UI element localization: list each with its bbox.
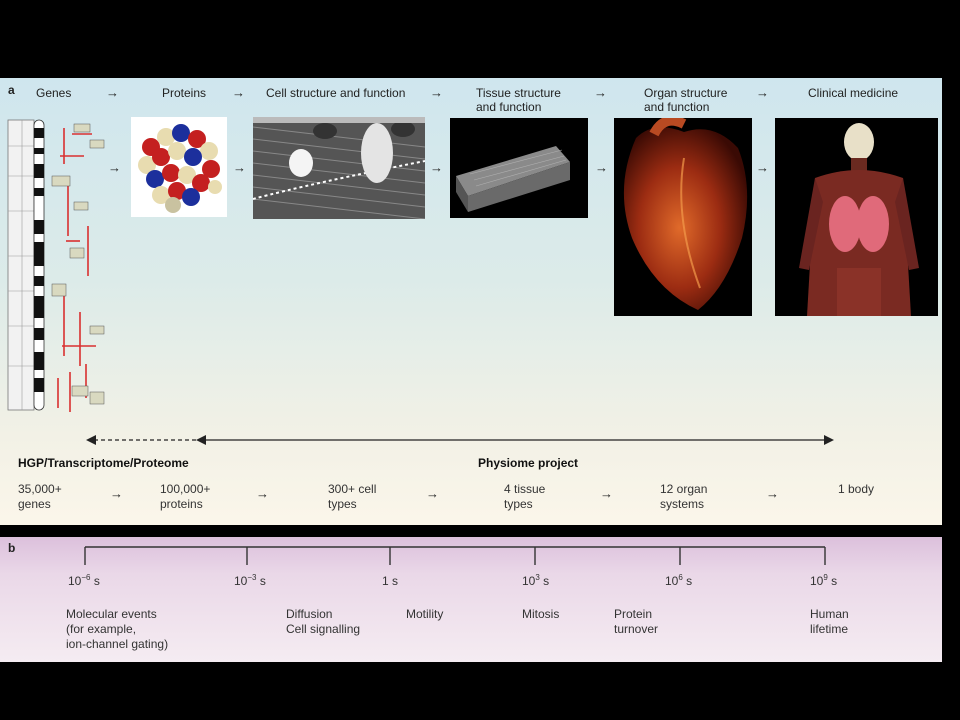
event-label-mitosis: Mitosis (522, 607, 560, 621)
tick-label: 10−6 s (68, 573, 100, 588)
header-arrow: → (106, 85, 119, 100)
event-label-motility: Motility (406, 607, 444, 621)
count-arrow: → (110, 486, 123, 501)
stage-header-proteins: Proteins (162, 86, 207, 100)
tick-label: 109 s (810, 573, 838, 588)
panel-a-label: a (8, 83, 15, 97)
event-label-protein-turnover: Protein turnover (614, 607, 659, 636)
stage-header-clinical: Clinical medicine (808, 86, 899, 100)
panel-b: b 10−6 s 10−3 s 1 s 103 s 106 s 109 s Mo… (0, 537, 942, 662)
count-arrow: → (766, 486, 779, 501)
protein-structure-image (131, 117, 227, 217)
count-arrow: → (600, 486, 613, 501)
count-arrow: → (426, 486, 439, 501)
count-proteins: 100,000+proteins (160, 482, 211, 511)
project-label-physiome: Physiome project (478, 456, 579, 470)
image-arrow: → (430, 160, 443, 175)
image-arrow: → (233, 160, 246, 175)
header-arrow: → (756, 85, 769, 100)
count-genes: 35,000+genes (18, 482, 62, 511)
stage-header-organ: Organ structure and function (644, 86, 728, 114)
stage-header-tissue: Tissue structure and function (476, 86, 561, 114)
tick-label: 1 s (382, 574, 399, 588)
tick-label: 103 s (522, 573, 550, 588)
project-span-arrows (86, 435, 834, 445)
panel-b-label: b (8, 541, 16, 555)
human-body-image (775, 118, 938, 316)
header-arrow: → (430, 85, 443, 100)
header-arrow: → (232, 85, 245, 100)
timescale-axis (84, 546, 826, 565)
stage-header-genes: Genes (36, 86, 72, 100)
count-body: 1 body (838, 482, 875, 496)
event-label-lifetime: Human lifetime (810, 607, 849, 636)
project-label-hgp: HGP/Transcriptome/Proteome (18, 456, 189, 470)
event-label-molecular: Molecular events (for example, ion-chann… (66, 607, 169, 651)
tissue-structure-image (450, 118, 588, 218)
tick-label: 10−3 s (234, 573, 266, 588)
event-label-diffusion: Diffusion Cell signalling (286, 607, 361, 636)
cell-micrograph-image (253, 117, 425, 219)
panel-a: a Genes Proteins Cell structure and func… (0, 78, 942, 525)
count-arrow: → (256, 486, 269, 501)
image-arrow: → (756, 160, 769, 175)
header-arrow: → (594, 85, 607, 100)
image-arrow: → (108, 160, 121, 175)
stage-header-cell: Cell structure and function (266, 86, 406, 100)
heart-organ-image (614, 118, 752, 316)
tick-label: 106 s (665, 573, 693, 588)
image-arrow: → (595, 160, 608, 175)
chromosome-gene-map-illustration (7, 119, 105, 412)
